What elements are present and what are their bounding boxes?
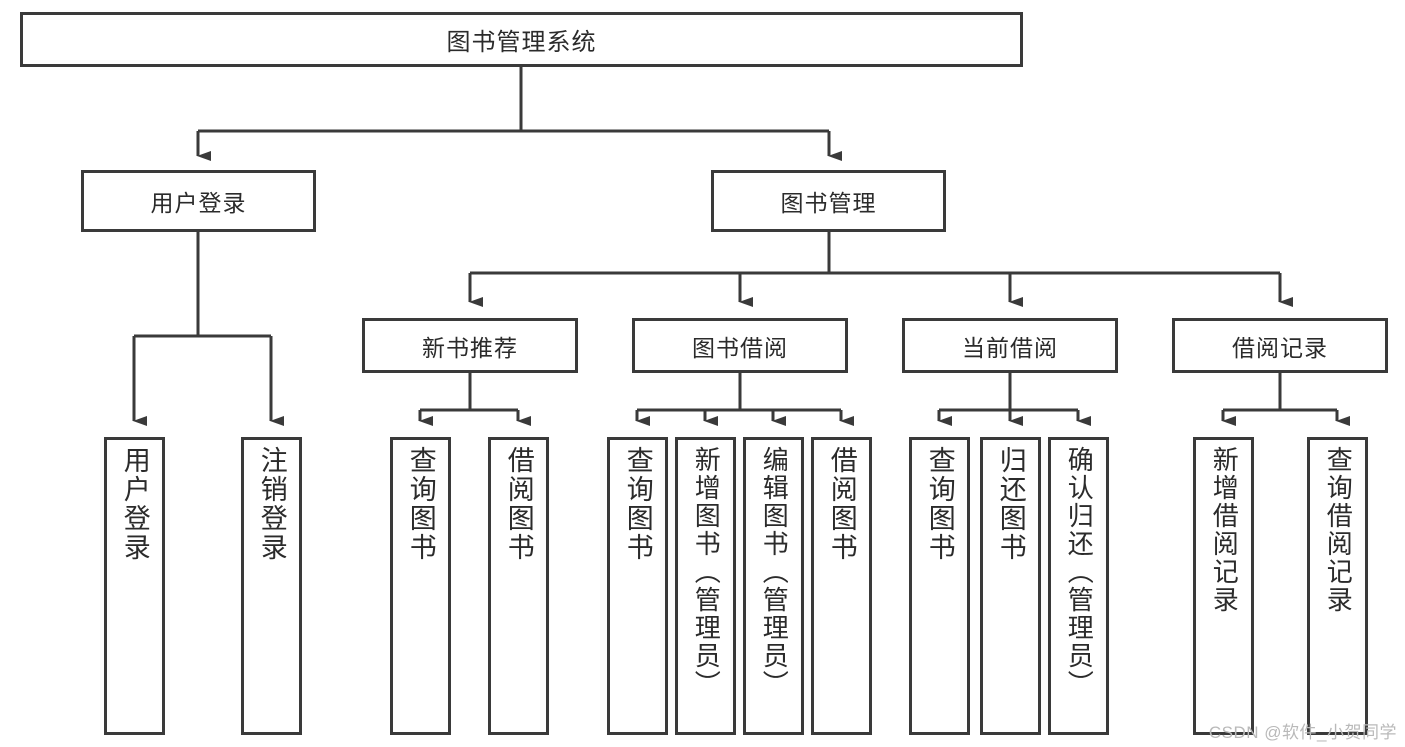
node-label: 新增图书（管理员） <box>691 446 722 698</box>
node-user-login[interactable]: 用户登录 <box>81 170 316 232</box>
leaf-edit-book-admin[interactable]: 编辑图书（管理员） <box>743 437 804 735</box>
node-current-borrowing[interactable]: 当前借阅 <box>902 318 1118 373</box>
leaf-return-books[interactable]: 归还图书 <box>980 437 1041 735</box>
node-label: 用户登录 <box>119 446 150 562</box>
node-label: 查询借阅记录 <box>1323 446 1354 614</box>
leaf-add-borrow-record[interactable]: 新增借阅记录 <box>1193 437 1254 735</box>
leaf-user-login[interactable]: 用户登录 <box>104 437 165 735</box>
node-label: 注销登录 <box>256 446 287 562</box>
node-new-book-recommendation[interactable]: 新书推荐 <box>362 318 578 373</box>
leaf-query-books-borrow[interactable]: 查询图书 <box>607 437 668 735</box>
node-label: 归还图书 <box>995 446 1026 562</box>
leaf-logout[interactable]: 注销登录 <box>241 437 302 735</box>
node-root-book-management-system[interactable]: 图书管理系统 <box>20 12 1023 67</box>
leaf-add-book-admin[interactable]: 新增图书（管理员） <box>675 437 736 735</box>
leaf-confirm-return-admin[interactable]: 确认归还（管理员） <box>1048 437 1109 735</box>
node-label: 查询图书 <box>924 446 955 562</box>
node-book-management[interactable]: 图书管理 <box>711 170 946 232</box>
node-label: 新书推荐 <box>422 334 518 361</box>
node-label: 图书管理系统 <box>446 29 597 56</box>
leaf-query-books-recommend[interactable]: 查询图书 <box>390 437 451 735</box>
node-label: 图书管理 <box>780 190 877 216</box>
node-label: 查询图书 <box>405 446 436 562</box>
leaf-query-books-current[interactable]: 查询图书 <box>909 437 970 735</box>
leaf-query-borrow-record[interactable]: 查询借阅记录 <box>1307 437 1368 735</box>
leaf-borrow-books-recommend[interactable]: 借阅图书 <box>488 437 549 735</box>
node-label: 新增借阅记录 <box>1209 446 1240 614</box>
node-label: 借阅记录 <box>1232 334 1328 361</box>
node-label: 借阅图书 <box>826 446 857 562</box>
node-label: 借阅图书 <box>503 446 534 562</box>
watermark: CSDN @软件_小贺同学 <box>1208 723 1397 742</box>
node-borrow-records[interactable]: 借阅记录 <box>1172 318 1388 373</box>
leaf-borrow-books[interactable]: 借阅图书 <box>811 437 872 735</box>
node-book-borrowing[interactable]: 图书借阅 <box>632 318 848 373</box>
node-label: 编辑图书（管理员） <box>759 446 790 698</box>
node-label: 图书借阅 <box>692 334 788 361</box>
node-label: 确认归还（管理员） <box>1064 446 1095 698</box>
node-label: 当前借阅 <box>962 334 1058 361</box>
node-label: 用户登录 <box>150 190 247 216</box>
node-label: 查询图书 <box>622 446 653 562</box>
